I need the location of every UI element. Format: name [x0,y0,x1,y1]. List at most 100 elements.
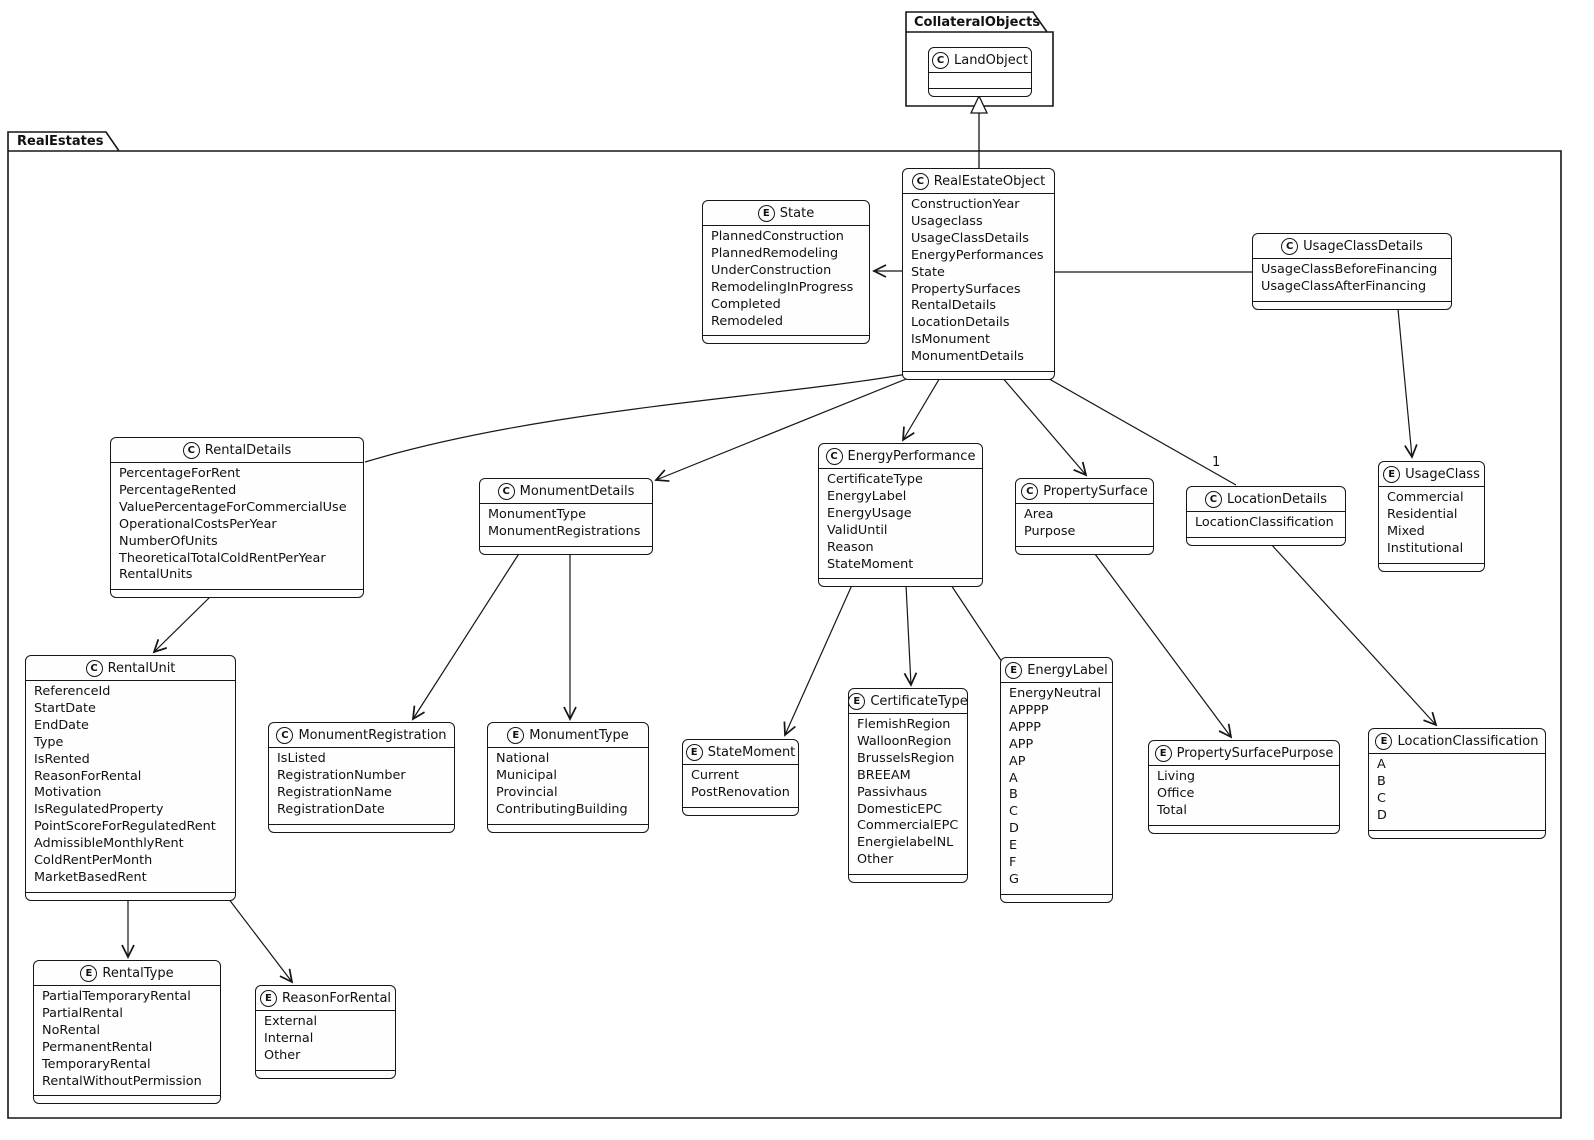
edge-monumentdetails-monumentregistration [411,551,521,721]
attribute: C [1009,804,1018,820]
attribute: Other [264,1047,301,1063]
attribute: NoRental [42,1022,101,1038]
attribute: Office [1157,785,1195,801]
attribute: EnergielabelNL [857,835,954,851]
attribute: ValidUntil [827,522,888,538]
package-label-collateralobjects: CollateralObjects [914,15,1041,30]
attribute: StartDate [34,700,96,716]
class-name: PropertySurfacePurpose [1176,746,1334,761]
class-name: State [779,206,815,221]
enum-icon: E [757,205,775,222]
attribute: LocationClassification [1195,515,1334,530]
attribute: PlannedRemodeling [711,245,839,261]
attribute: RegistrationNumber [277,767,406,783]
attribute: Remodeled [711,313,784,329]
attribute: PercentageRented [119,482,237,498]
class-name: EnergyPerformance [847,449,976,464]
attribute: RemodelingInProgress [711,279,854,295]
enum-icon: E [685,744,703,761]
attribute: ReasonForRental [34,768,142,784]
attribute: RentalDetails [911,298,997,314]
attribute: Type [34,734,64,750]
enum-icon: E [80,965,98,982]
methods-compartment [819,578,982,586]
class-name: StateMoment [707,745,796,760]
attribute: Motivation [34,785,102,801]
attribute: B [1377,773,1386,789]
attribute: CommercialEPC [857,818,959,834]
attribute: UnderConstruction [711,262,832,278]
attribute: F [1009,855,1017,871]
edge-realestateobject-propertysurface [1000,375,1088,477]
enum-icon: E [1375,733,1393,750]
attribute: Passivhaus [857,784,928,800]
attribute: MonumentType [488,507,586,522]
attribute: Purpose [1024,523,1076,539]
attribute: National [496,751,550,766]
multiplicity-label: 1 [1212,455,1221,470]
attribute: IsRented [34,751,90,767]
class-name: RentalDetails [204,443,292,458]
class-title: E StateMoment [683,740,798,764]
attribute: ReferenceId [34,684,111,699]
methods-compartment [1379,562,1484,571]
attribute: APP [1009,736,1034,752]
attribute: EnergyNeutral [1009,686,1102,701]
attribute: PropertySurfaces [911,281,1021,297]
attribute: Current [691,768,740,783]
enum-icon: E [848,693,866,710]
edge-realestateobject-energyperformance [902,375,942,442]
attribute: BrusselsRegion [857,750,955,766]
class-icon: C [911,173,929,190]
methods-compartment [703,335,869,343]
methods-compartment [480,545,652,554]
attribute: PercentageForRent [119,466,241,481]
attribute: RegistrationDate [277,801,385,817]
class-icon: C [85,660,103,677]
edge-realestateobject-locationdetails [1043,375,1237,486]
class-name: EnergyLabel [1027,663,1108,678]
methods-compartment [34,1095,220,1103]
methods-compartment [111,589,363,597]
attribute: StateMoment [827,556,914,572]
attribute: IsRegulatedProperty [34,802,164,818]
attribute: Other [857,852,894,868]
edge-energyperformance-statemoment [783,584,853,737]
attribute: Internal [264,1030,314,1046]
attribute: C [1377,790,1386,806]
edge-usageclassdetails-usageclass [1397,308,1418,459]
attribute: WalloonRegion [857,733,952,749]
edge-rentaldetails-rentalunit [152,596,211,654]
